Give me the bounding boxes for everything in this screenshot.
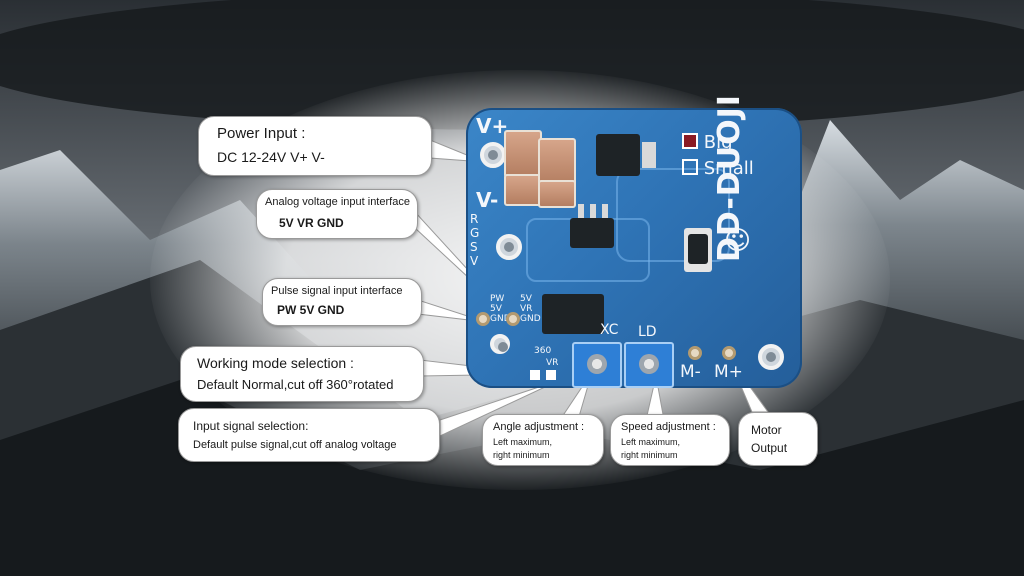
regulator-tab: [642, 142, 656, 168]
header-pin: [476, 312, 490, 326]
power-input-title: Power Input :: [217, 125, 306, 142]
label-vplus: V+: [476, 114, 509, 138]
header-gnd-label: GND: [490, 314, 511, 324]
analog-input-detail: 5V VR GND: [279, 216, 344, 230]
jumper-pad: [546, 370, 556, 380]
capacitor: [504, 174, 542, 206]
chip-pin: [602, 204, 608, 218]
voltage-regulator-chip: [596, 134, 640, 176]
motor-output-detail: Output: [751, 441, 788, 455]
pin-label-v: V: [470, 254, 479, 268]
label-xc: XC: [600, 322, 619, 338]
angle-adjust-title: Angle adjustment :: [493, 421, 585, 433]
capacitor: [504, 130, 542, 178]
pin-label-g: G: [470, 226, 480, 240]
label-360: 360: [534, 346, 552, 356]
label-vminus: V-: [476, 188, 499, 212]
speed-adjust-detail-1: Left maximum,: [621, 437, 681, 447]
pin-label-r: R: [470, 212, 479, 226]
pulse-header-labels: PW 5V GND: [490, 294, 511, 324]
rabbit-mascot-icon: ☺: [724, 226, 752, 256]
pulse-input-title: Pulse signal input interface: [271, 285, 403, 297]
motor-output-title: Motor: [751, 423, 782, 437]
size-option-big: Big: [682, 132, 733, 153]
header-gnd-2-label: GND: [520, 314, 541, 324]
header-pw-label: PW: [490, 294, 505, 304]
transistor-chip: [570, 218, 614, 248]
controller-ic: [542, 294, 604, 334]
analog-header-labels: 5V VR GND: [520, 294, 541, 324]
mount-hole-bottom-left: [490, 334, 510, 354]
chip-pin: [578, 204, 584, 218]
angle-potentiometer[interactable]: [572, 342, 622, 388]
input-signal-title: Input signal selection:: [193, 419, 309, 433]
resistor-body: [688, 234, 708, 264]
pulse-input-callout: Pulse signal input interface PW 5V GND: [262, 278, 422, 326]
speed-adjust-detail-2: right minimum: [621, 450, 678, 460]
power-input-callout: Power Input : DC 12-24V V+ V-: [198, 116, 432, 176]
label-ld: LD: [638, 324, 657, 340]
label-motor-plus: M+: [714, 362, 743, 382]
working-mode-callout: Working mode selection : Default Normal,…: [180, 346, 424, 402]
motor-output-callout: Motor Output: [738, 412, 818, 466]
speed-adjust-title: Speed adjustment :: [621, 421, 716, 433]
size-option-small: Small: [682, 158, 754, 179]
jumper-pad: [530, 370, 540, 380]
label-vr-jumper: VR: [546, 358, 559, 368]
working-mode-title: Working mode selection :: [197, 355, 354, 371]
mount-hole-top-left: [480, 142, 506, 168]
pin-row-labels: R G S V: [470, 212, 479, 268]
pcb-trace: [616, 168, 730, 262]
motor-pad-plus: [722, 346, 736, 360]
mount-hole-mid-left: [496, 234, 522, 260]
pulse-input-detail: PW 5V GND: [277, 303, 345, 317]
capacitor: [538, 138, 576, 186]
header-pin: [506, 312, 520, 326]
motor-pad-minus: [688, 346, 702, 360]
angle-adjust-callout: Angle adjustment : Left maximum, right m…: [482, 414, 604, 466]
header-vr-label: VR: [520, 304, 533, 314]
capacitor: [538, 180, 576, 208]
speed-potentiometer[interactable]: [624, 342, 674, 388]
pin-label-s: S: [470, 240, 478, 254]
angle-adjust-detail-1: Left maximum,: [493, 437, 553, 447]
header-5v-2-label: 5V: [520, 294, 532, 304]
working-mode-detail: Default Normal,cut off 360°rotated: [197, 377, 394, 392]
motor-driver-board: V+ V- Big Small DD-DUOJI ☺ R G S V PW 5V…: [466, 94, 802, 388]
mount-hole-bottom-right: [758, 344, 784, 370]
chip-pin: [590, 204, 596, 218]
angle-adjust-detail-2: right minimum: [493, 450, 550, 460]
size-small-label: Small: [703, 158, 754, 179]
input-signal-detail: Default pulse signal,cut off analog volt…: [193, 439, 397, 451]
speed-adjust-callout: Speed adjustment : Left maximum, right m…: [610, 414, 730, 466]
header-5v-label: 5V: [490, 304, 502, 314]
analog-input-title: Analog voltage input interface: [265, 196, 410, 208]
input-signal-callout: Input signal selection: Default pulse si…: [178, 408, 440, 462]
size-big-label: Big: [703, 132, 733, 153]
power-input-detail: DC 12-24V V+ V-: [217, 149, 325, 165]
analog-input-callout: Analog voltage input interface 5V VR GND: [256, 189, 418, 239]
label-motor-minus: M-: [680, 362, 701, 382]
